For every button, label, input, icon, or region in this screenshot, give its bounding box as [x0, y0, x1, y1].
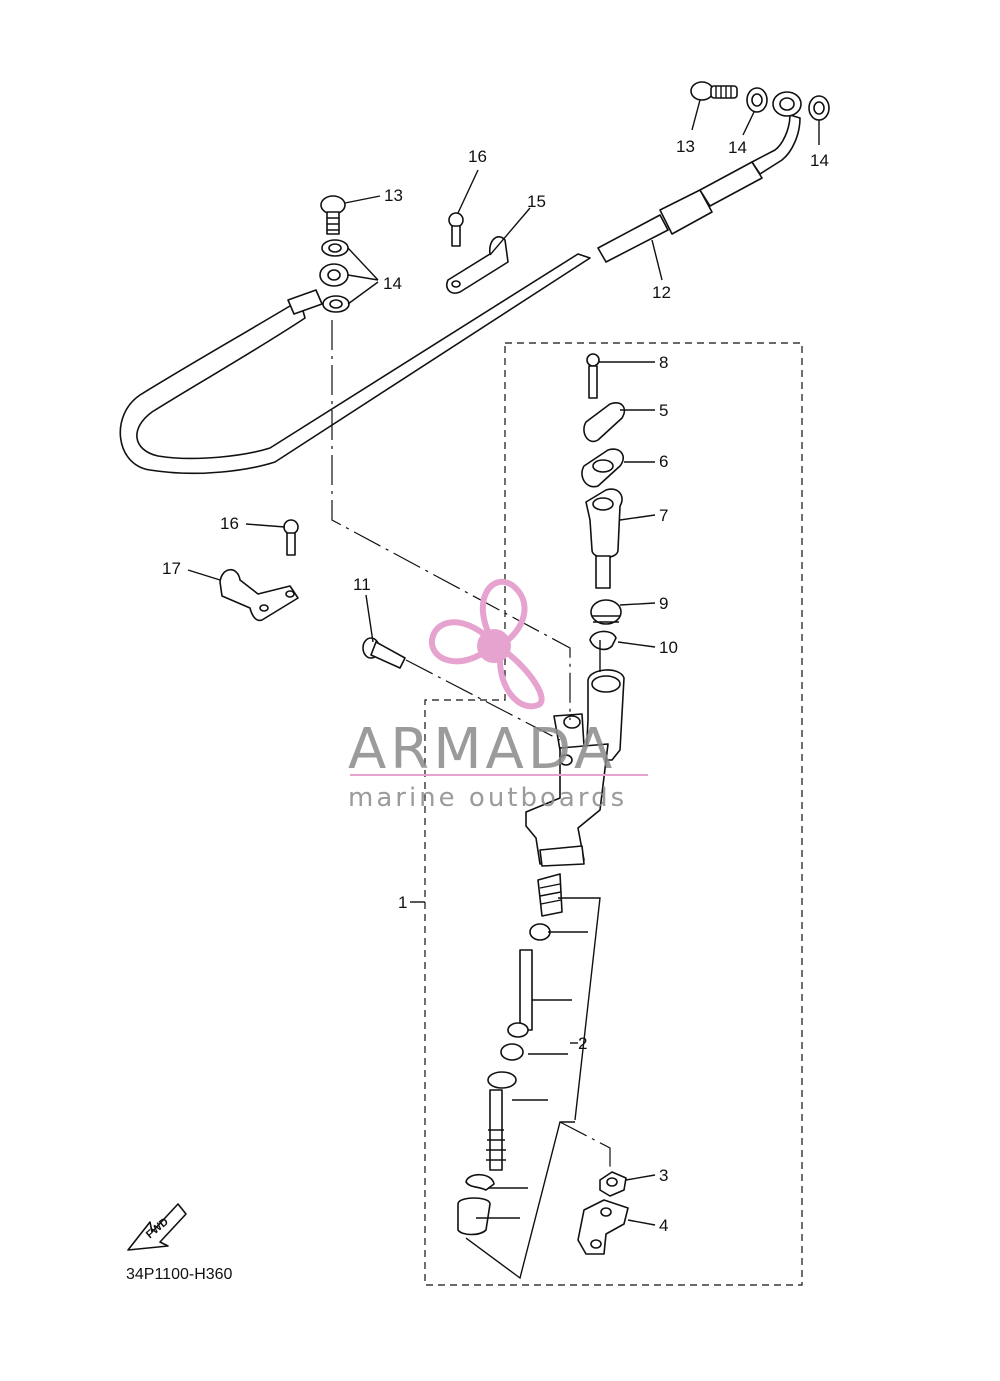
callout-1: 1: [398, 893, 407, 912]
reservoir-stack: [581, 353, 626, 651]
callout-6: 6: [659, 452, 668, 471]
clamp-screw-bottom: [283, 519, 299, 556]
callout-14-top-b: 14: [810, 151, 829, 170]
callout-11: 11: [353, 575, 371, 594]
watermark-tagline: marine outboards: [348, 783, 627, 813]
callout-14-top-a: 14: [728, 138, 747, 157]
washer-group: [319, 87, 830, 313]
callout-4: 4: [659, 1216, 668, 1235]
callout-5: 5: [659, 401, 668, 420]
callout-16-top: 16: [468, 147, 487, 166]
assembly-boundary: [424, 342, 803, 1286]
watermark-brand: ARMADA: [348, 717, 616, 782]
propeller-logo-icon: [428, 578, 545, 710]
piston-kit: [457, 873, 563, 1236]
brake-hose: [119, 91, 802, 475]
banjo-bolt-top-right: [690, 81, 738, 101]
callout-12: 12: [652, 283, 671, 302]
watermark: ARMADA marine outboards: [348, 578, 648, 813]
callout-17: 17: [162, 559, 181, 578]
leader-lines: [187, 99, 820, 1226]
hose-guide-clamp: [219, 568, 299, 622]
callout-14-left: 14: [383, 274, 402, 293]
lock-nut: [599, 1171, 627, 1197]
callout-8: 8: [659, 353, 668, 372]
clamp-screw-top: [448, 212, 464, 247]
callout-3: 3: [659, 1166, 668, 1185]
banjo-bolt-left: [320, 195, 346, 235]
watermark-rule: [350, 774, 648, 776]
callout-13-left: 13: [384, 186, 403, 205]
callout-numbers: 1 2 3 4 5 6 7 8 9 10 11 12 13 13 14 14 1…: [162, 137, 829, 1235]
fwd-arrow-icon: FWD: [127, 1203, 187, 1251]
mounting-bolt: [362, 637, 406, 669]
callout-15: 15: [527, 192, 546, 211]
callout-10: 10: [659, 638, 678, 657]
callout-2: 2: [578, 1034, 587, 1053]
clevis: [577, 1199, 629, 1255]
callout-9: 9: [659, 594, 668, 613]
part-code: 34P1100-H360: [126, 1266, 233, 1283]
assembly-lines: [331, 320, 611, 1280]
callout-16-bottom: 16: [220, 514, 239, 533]
callout-7: 7: [659, 506, 668, 525]
callout-13-top: 13: [676, 137, 695, 156]
propeller-hub: [477, 629, 511, 663]
